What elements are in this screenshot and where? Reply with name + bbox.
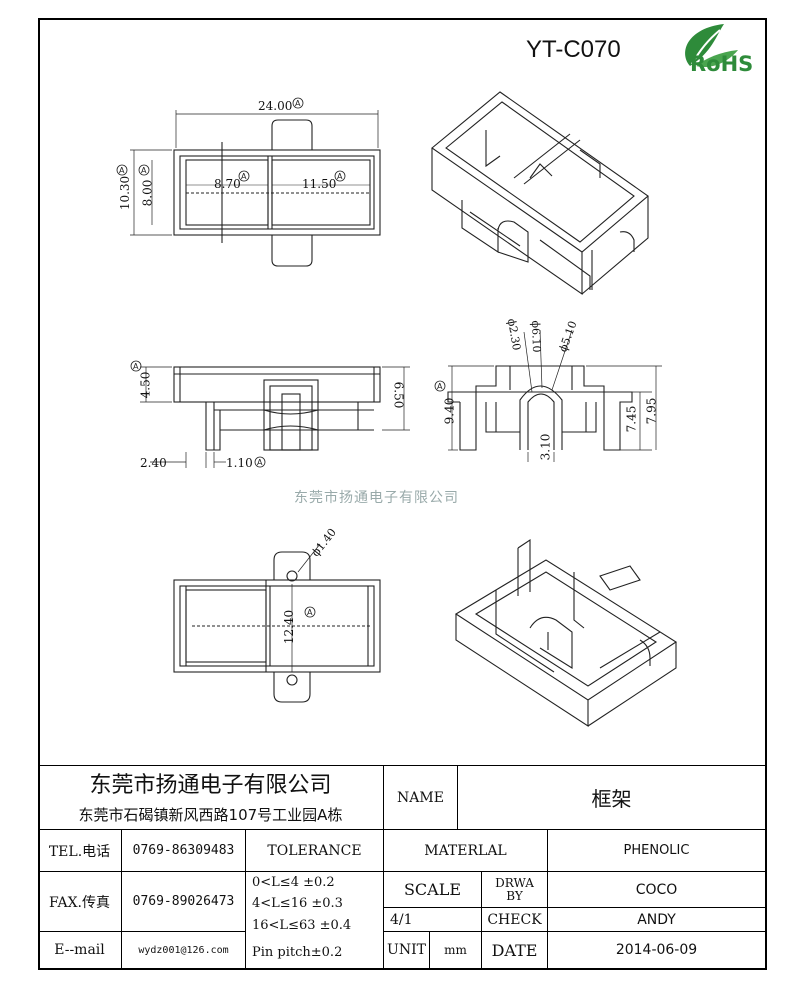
material-value: PHENOLIC (548, 830, 765, 872)
scale-value: 4/1 (384, 908, 482, 932)
unit-value: mm (430, 932, 482, 969)
drawn-by-label: DRWA BY (482, 872, 548, 908)
scale-label: SCALE (384, 872, 482, 908)
dim-side-height-right: 6.50 (391, 381, 406, 409)
dim-hole-pitch: 12.40 (282, 609, 297, 645)
technical-drawing: A A A A A A A A A (116, 91, 678, 728)
email-label: E--mail (38, 932, 122, 969)
isometric-view-bottom (454, 538, 678, 728)
dim-cavity-right: 11.50 (302, 177, 337, 191)
drawn-by-label-line-2: BY (506, 888, 523, 903)
dim-cavity-left: 8.70 (214, 177, 241, 191)
dim-end-outer: 7.95 (644, 397, 659, 425)
date-value: 2014-06-09 (548, 932, 765, 969)
tolerance-row-2: 4<L≤16 ±0.3 (246, 893, 384, 914)
company-address: 东莞市石碣镇新风西路107号工业园A栋 (38, 800, 384, 830)
dim-dia-mid: ϕ6.10 (528, 320, 544, 353)
dim-end-height: 9.40 (442, 397, 457, 425)
svg-text:A: A (437, 382, 443, 391)
dim-side-height: 4.50 (138, 371, 153, 399)
svg-text:A: A (133, 362, 139, 371)
dim-foot-offset: 2.40 (140, 456, 167, 470)
tel-label: TEL.电话 (38, 830, 122, 872)
svg-text:A: A (119, 166, 125, 175)
tel-value: 0769-86309483 (122, 830, 246, 872)
svg-text:A: A (141, 166, 147, 175)
svg-text:A: A (307, 608, 313, 617)
date-label: DATE (482, 932, 548, 969)
svg-text:A: A (337, 172, 343, 181)
top-view (130, 110, 381, 267)
rohs-label: RoHS (690, 52, 754, 76)
rohs-logo: RoHS (676, 22, 764, 80)
isometric-view-top (431, 91, 649, 296)
rohs-leaf-icon (685, 24, 738, 68)
title-block: 东莞市扬通电子有限公司 东莞市石碣镇新风西路107号工业园A栋 NAME 框架 … (38, 765, 765, 969)
email-value: wydz001@126.com (122, 932, 246, 969)
tolerance-row-1: 0<L≤4 ±0.2 (246, 872, 384, 893)
end-view (447, 329, 662, 462)
dim-outer-width: 10.30 (118, 175, 133, 211)
check-value: ANDY (548, 908, 765, 932)
svg-text:A: A (295, 99, 301, 108)
fax-value: 0769-89026473 (122, 872, 246, 932)
front-view (140, 366, 410, 468)
svg-text:A: A (241, 172, 247, 181)
check-label: CHECK (482, 908, 548, 932)
name-label: NAME (384, 766, 458, 830)
dim-end-inner: 7.45 (624, 405, 639, 433)
company-name: 东莞市扬通电子有限公司 (38, 766, 384, 800)
material-label: MATERLAL (384, 830, 548, 872)
unit-label: UNIT (384, 932, 430, 969)
dim-overall-length: 24.00 (258, 99, 293, 113)
fax-label: FAX.传真 (38, 872, 122, 932)
tolerance-row-3: 16<L≤63 ±0.4 (246, 914, 384, 936)
svg-text:A: A (257, 458, 263, 467)
tolerance-label: TOLERANCE (246, 830, 384, 872)
bottom-view (173, 543, 381, 703)
name-value: 框架 (458, 766, 765, 830)
dim-foot-width: 1.10 (226, 456, 253, 470)
drawing-frame (38, 18, 767, 970)
dim-slot-width: 3.10 (538, 433, 553, 461)
dim-inner-width: 8.00 (140, 179, 155, 207)
drawn-by-value: COCO (548, 872, 765, 908)
part-number: YT-C070 (526, 36, 621, 63)
drawn-by-label-line-1: DRWA (495, 875, 534, 890)
company-watermark: 东莞市扬通电子有限公司 (294, 490, 459, 506)
tolerance-row-4: Pin pitch±0.2 (246, 936, 384, 969)
